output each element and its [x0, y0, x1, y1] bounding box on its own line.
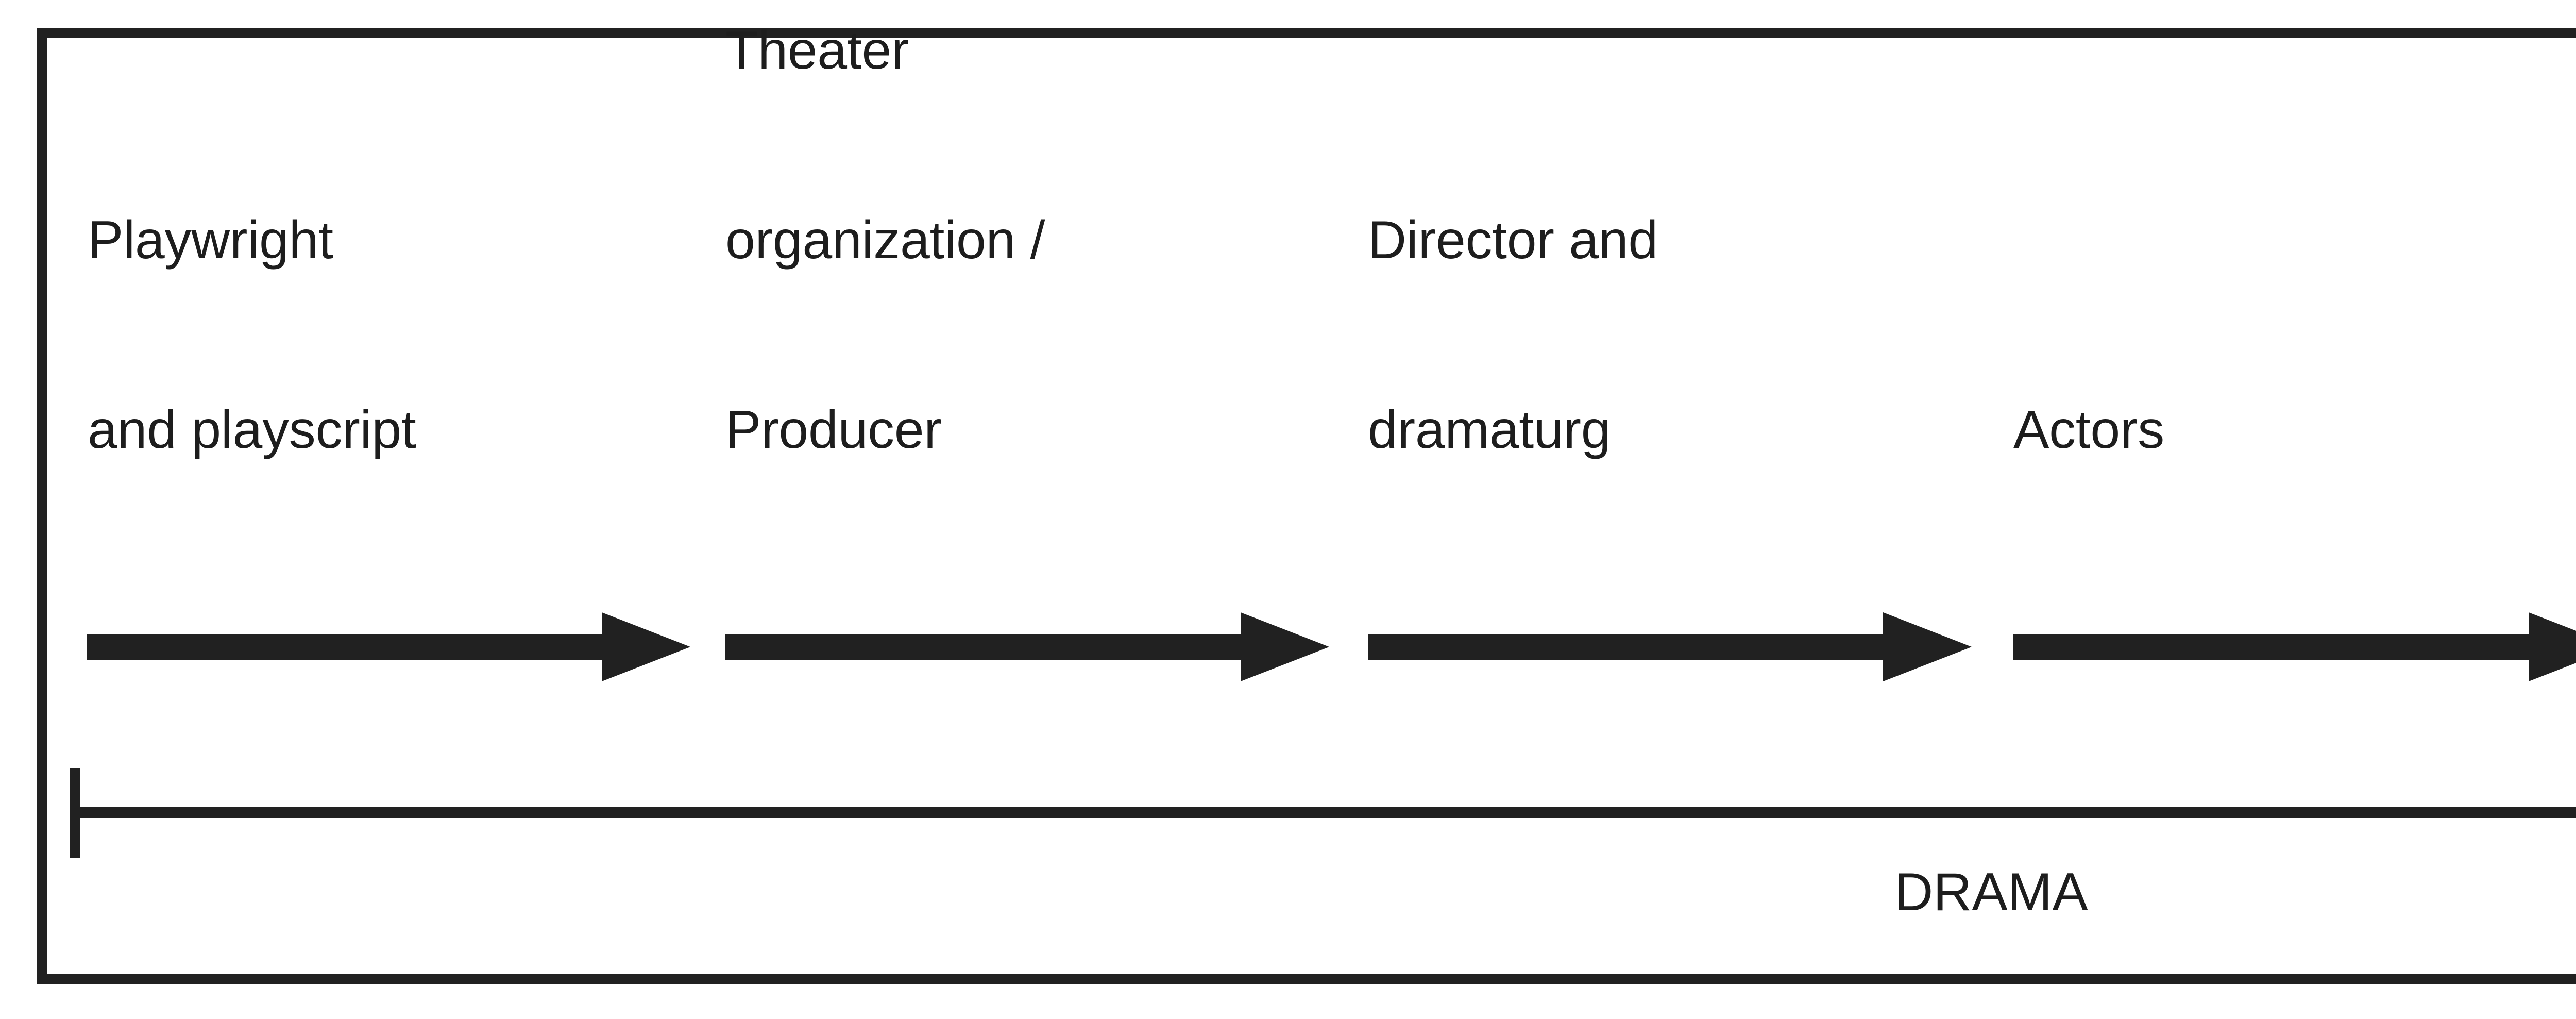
arrow-right-icon-4 — [2013, 612, 2576, 681]
stage-label-playwright: Playwright and playscript — [88, 82, 416, 588]
diagram-frame — [37, 28, 2576, 984]
stage-label-line: Producer — [725, 399, 942, 460]
stage-label-director: Director and dramaturg — [1368, 82, 1658, 588]
stage-label-line: and playscript — [88, 399, 416, 460]
stage-label-line: dramaturg — [1368, 399, 1611, 460]
stage-label-line: Actors — [2013, 399, 2164, 460]
drama-span-label: DRAMA — [1894, 862, 2088, 922]
stage-label-line: Playwright — [88, 210, 333, 270]
arrow-right-icon-3 — [1368, 612, 1972, 681]
stage-label-actors: Actors — [2013, 272, 2164, 588]
stage-label-line: Director and — [1368, 210, 1658, 270]
arrow-right-icon-2 — [725, 612, 1329, 681]
stage-label-line: Theater — [725, 20, 909, 80]
stage-label-publisher: Publisher / Theater organization / Produ… — [725, 0, 1045, 588]
arrow-row — [0, 612, 2576, 681]
arrow-right-icon-1 — [87, 612, 690, 681]
drama-span-bracket — [70, 807, 2576, 818]
stage-label-line: organization / — [725, 210, 1045, 270]
